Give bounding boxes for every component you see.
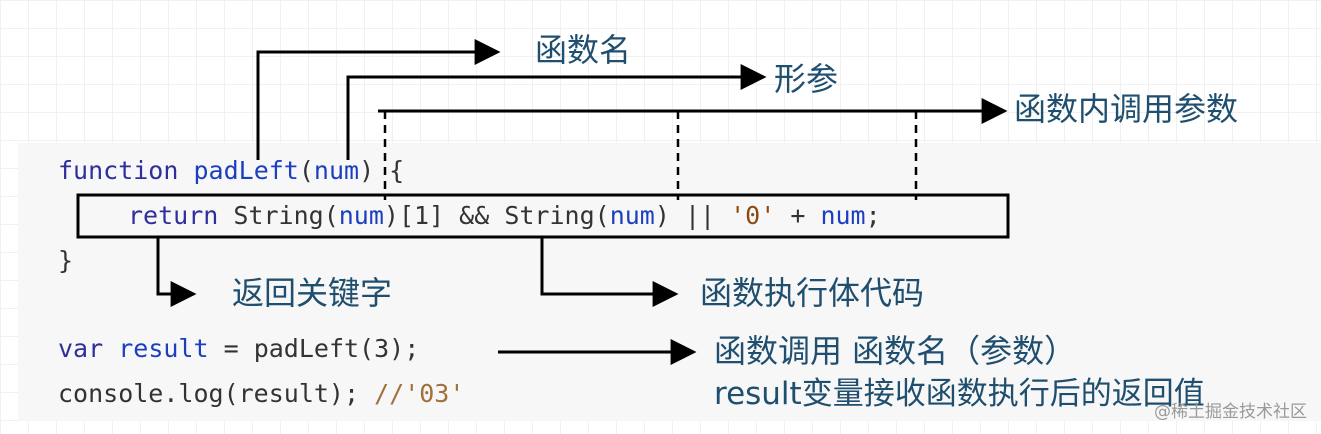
param-use-2: num — [609, 201, 655, 230]
operator-and: )[1] && — [383, 201, 505, 230]
paren-1: ( — [323, 201, 339, 230]
annotation-return-keyword: 返回关键字 — [232, 274, 393, 312]
annotation-function-call: 函数调用 函数名（参数） — [714, 332, 1077, 370]
code-line-return-statement: return String(num)[1] && String(num) || … — [128, 201, 881, 231]
string-call-2: String — [504, 201, 595, 230]
arrow-function-body — [540, 237, 679, 307]
semicolon: ; — [865, 201, 881, 230]
arrow-function-name — [256, 39, 501, 160]
function-name-token: padLeft — [193, 156, 299, 185]
function-keyword: function — [58, 156, 179, 185]
code-line-function-call: var result = padLeft(3); — [58, 334, 419, 364]
console-log-call: console.log(result); — [58, 379, 360, 408]
code-line-function-declaration: function padLeft(num) { — [58, 156, 404, 186]
assignment: = — [208, 334, 254, 363]
code-comment: //'03' — [374, 379, 465, 408]
annotation-param-used-inside: 函数内调用参数 — [1014, 90, 1239, 128]
function-body-box — [76, 193, 1010, 239]
arrow-return-keyword — [156, 237, 197, 307]
code-line-closing-brace: } — [58, 246, 74, 275]
annotation-function-body: 函数执行体代码 — [700, 274, 925, 312]
code-line-console-log: console.log(result); //'03' — [58, 379, 464, 409]
operator-or: ) || — [654, 201, 731, 230]
annotation-parameter: 形参 — [774, 60, 839, 98]
param-use-1: num — [338, 201, 384, 230]
string-call-1: String — [233, 201, 324, 230]
parameter-token: num — [313, 156, 360, 185]
call-name: padLeft — [253, 334, 360, 363]
return-keyword: return — [128, 201, 219, 230]
result-variable: result — [118, 334, 209, 363]
close-paren-brace: ) { — [359, 156, 405, 185]
var-keyword: var — [58, 334, 104, 363]
arrow-parameter — [346, 64, 767, 160]
watermark: @稀土掘金技术社区 — [1154, 402, 1307, 422]
string-literal: '0' — [730, 201, 776, 230]
open-paren: ( — [298, 156, 314, 185]
param-use-3: num — [820, 201, 866, 230]
annotation-function-name: 函数名 — [535, 31, 632, 69]
annotation-return-value: result变量接收函数执行后的返回值 — [714, 376, 1205, 412]
call-args: (3); — [359, 334, 420, 363]
paren-2: ( — [594, 201, 610, 230]
operator-plus: + — [775, 201, 821, 230]
